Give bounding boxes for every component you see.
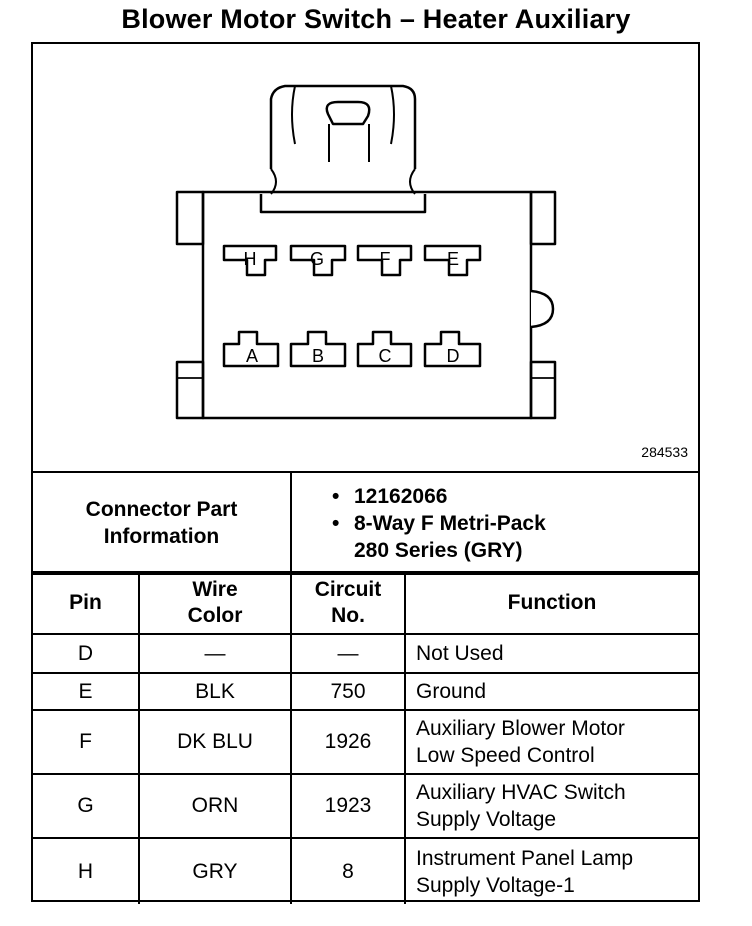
- row-pin: E: [33, 672, 140, 711]
- row-circuit: 750: [290, 672, 406, 711]
- row-pin: G: [33, 773, 140, 839]
- row-wire-color: DK BLU: [138, 709, 292, 775]
- connector-sheet: H G F E A B C D 284533 Connector Part In…: [31, 42, 700, 904]
- connector-info-table: Connector Part Information 12162066 8-Wa…: [33, 471, 698, 575]
- bottom-cavities: [222, 330, 482, 368]
- pin-label-c: C: [379, 346, 392, 366]
- row-wire-color: GRY: [138, 837, 292, 904]
- connector-label-line1: Connector Part: [85, 498, 238, 521]
- row-wire-color: —: [138, 633, 292, 674]
- row-circuit: —: [290, 633, 406, 674]
- page-title: Blower Motor Switch – Heater Auxiliary: [121, 4, 631, 34]
- pin-label-h: H: [244, 249, 257, 269]
- row-pin: D: [33, 633, 140, 674]
- pin-label-a: A: [246, 346, 258, 366]
- row-function: Ground: [404, 672, 698, 711]
- table-row: E BLK 750 Ground: [33, 672, 698, 711]
- connector-diagram: H G F E A B C D 284533: [33, 44, 698, 471]
- pin-label-e: E: [447, 249, 459, 269]
- connector-face-drawing: H G F E A B C D: [175, 84, 557, 420]
- header-pin: Pin: [33, 571, 140, 635]
- connector-label-line2: Information: [103, 525, 220, 548]
- pin-label-f: F: [380, 249, 391, 269]
- row-pin: H: [33, 837, 140, 904]
- connector-info-label: Connector Part Information: [33, 471, 292, 575]
- top-cavities: [222, 244, 482, 277]
- pin-label-g: G: [310, 249, 324, 269]
- pin-label-b: B: [312, 346, 324, 366]
- row-pin: F: [33, 709, 140, 775]
- table-row: D — — Not Used: [33, 633, 698, 674]
- row-wire-color: BLK: [138, 672, 292, 711]
- row-circuit: 1923: [290, 773, 406, 839]
- header-function: Function: [404, 571, 698, 635]
- row-function: Not Used: [404, 633, 698, 674]
- row-circuit: 8: [290, 837, 406, 904]
- row-wire-color: ORN: [138, 773, 292, 839]
- connector-part-number: 12162066: [332, 483, 698, 510]
- row-circuit: 1926: [290, 709, 406, 775]
- diagram-id-number: 284533: [641, 444, 688, 460]
- pin-label-d: D: [447, 346, 460, 366]
